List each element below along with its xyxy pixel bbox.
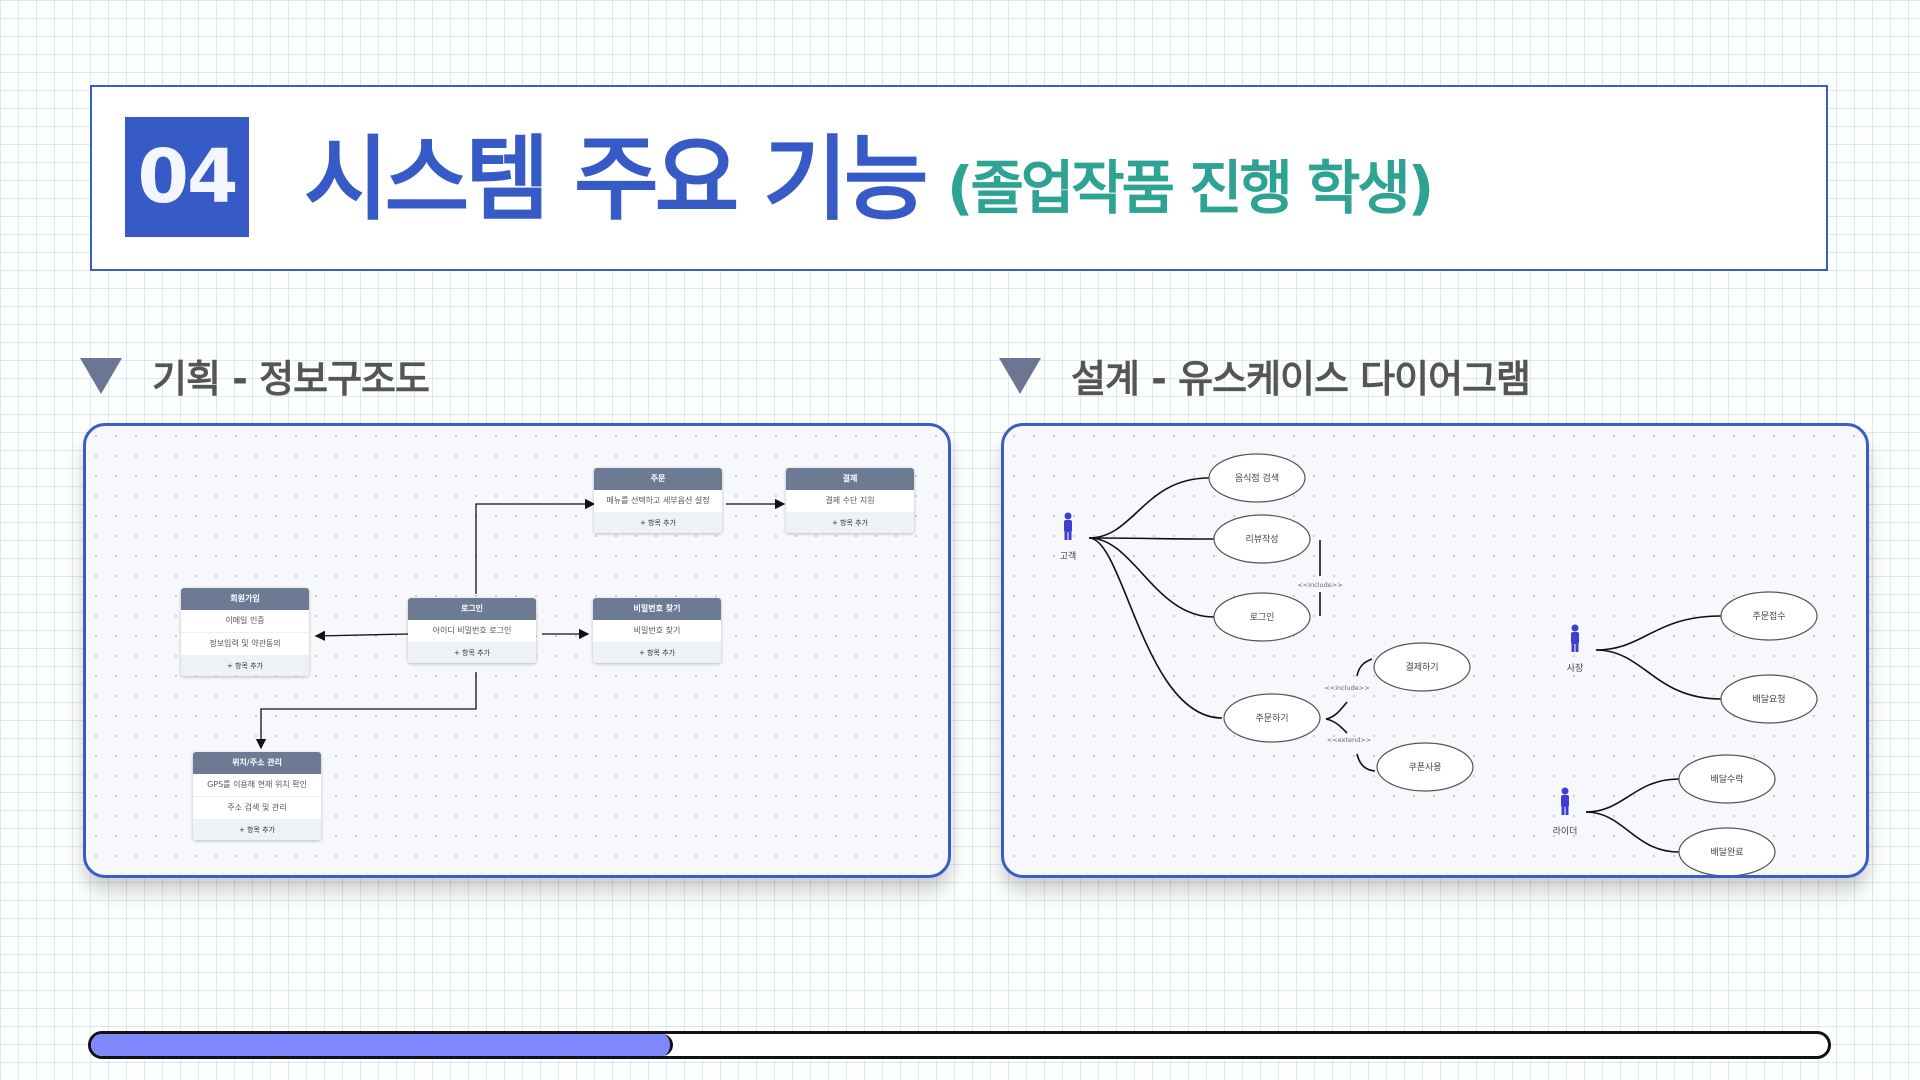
section-title: 기획 - 정보구조도 bbox=[152, 357, 430, 401]
ia-connectors bbox=[255, 498, 786, 750]
usecase-take-label: 배달수락 bbox=[1710, 773, 1743, 785]
edge-customer-login bbox=[1088, 537, 1215, 618]
slide-header: 04 시스템 주요 기능 (졸업작품 진행 학생) bbox=[90, 85, 1828, 271]
ia-node-find-password[interactable]: 비밀번호 찾기 비밀번호 찾기 + 항목 추가 bbox=[593, 598, 721, 663]
actor-customer-label: 고객 bbox=[1060, 551, 1077, 562]
usecase-diagram: 고객 사장 라이더 음식점 검색 리뷰작성 로그인 주문하기 결제하기 쿠폰사용… bbox=[1060, 453, 1818, 875]
add-item-button[interactable]: + 항목 추가 bbox=[786, 513, 914, 533]
connector-login-signup bbox=[314, 630, 409, 642]
add-item-button[interactable]: + 항목 추가 bbox=[593, 643, 721, 663]
ia-node-login[interactable]: 로그인 아이디 비밀번호 로그인 + 항목 추가 bbox=[408, 598, 536, 663]
node-title: 회원가입 bbox=[181, 588, 309, 610]
slide-title: 시스템 주요 기능 bbox=[304, 126, 929, 233]
node-item: 아이디 비밀번호 로그인 bbox=[408, 620, 536, 643]
include-label-order-pay: <<include>> bbox=[1324, 684, 1369, 692]
usecase-login bbox=[1213, 592, 1311, 642]
usecase-coupon bbox=[1376, 742, 1474, 792]
node-item: 정보입력 및 약관동의 bbox=[181, 633, 309, 656]
triangle-down-icon bbox=[999, 357, 1041, 394]
relation-order-coupon-extend bbox=[1356, 753, 1376, 772]
connector-login-location bbox=[255, 672, 477, 750]
node-title: 비밀번호 찾기 bbox=[593, 598, 721, 620]
relation-order-pay-include bbox=[1356, 658, 1373, 677]
node-item: GPS를 이용해 현재 위치 확인 bbox=[193, 774, 321, 797]
usecase-pay-label: 결제하기 bbox=[1405, 662, 1438, 673]
edge-rider-done bbox=[1585, 811, 1680, 853]
edge-rider-take bbox=[1585, 778, 1680, 813]
edge-customer-order bbox=[1088, 537, 1223, 719]
node-item: 주소 검색 및 관리 bbox=[193, 797, 321, 820]
usecase-review bbox=[1213, 514, 1311, 564]
node-title: 위치/주소 관리 bbox=[193, 752, 321, 774]
edge-customer-review bbox=[1088, 537, 1215, 540]
node-title: 결제 bbox=[786, 468, 914, 490]
section-heading-design: 설계 - 유스케이스 다이어그램 bbox=[999, 348, 1531, 403]
usecase-order bbox=[1223, 693, 1321, 743]
ia-node-signup[interactable]: 회원가입 이메일 인증 정보입력 및 약관동의 + 항목 추가 bbox=[181, 588, 309, 676]
slide-progress-bar bbox=[88, 1031, 1831, 1059]
connector-login-order bbox=[475, 498, 596, 594]
add-item-button[interactable]: + 항목 추가 bbox=[408, 643, 536, 663]
actor-owner-label: 사장 bbox=[1567, 663, 1584, 674]
node-item: 메뉴를 선택하고 세부옵션 설정 bbox=[594, 490, 722, 513]
usecase-search-label: 음식점 검색 bbox=[1235, 472, 1279, 484]
node-title: 주문 bbox=[594, 468, 722, 490]
actor-rider-icon bbox=[1561, 787, 1569, 815]
usecase-order-label: 주문하기 bbox=[1255, 713, 1288, 724]
usecase-request bbox=[1720, 674, 1818, 724]
add-item-button[interactable]: + 항목 추가 bbox=[193, 820, 321, 840]
triangle-down-icon bbox=[80, 357, 122, 394]
usecase-done bbox=[1678, 827, 1776, 875]
actor-customer-icon bbox=[1064, 512, 1072, 540]
section-title: 설계 - 유스케이스 다이어그램 bbox=[1071, 357, 1531, 401]
edge-owner-request bbox=[1595, 649, 1722, 700]
extend-label-order-coupon: <<extend>> bbox=[1327, 736, 1371, 744]
node-item: 이메일 인증 bbox=[181, 610, 309, 633]
usecase-request-label: 배달요청 bbox=[1752, 693, 1785, 705]
add-item-button[interactable]: + 항목 추가 bbox=[181, 656, 309, 676]
usecase-accept bbox=[1720, 591, 1818, 641]
node-item: 결제 수단 지원 bbox=[786, 490, 914, 513]
usecase-review-label: 리뷰작성 bbox=[1245, 534, 1278, 545]
usecase-search bbox=[1208, 453, 1306, 503]
ia-node-location[interactable]: 위치/주소 관리 GPS를 이용해 현재 위치 확인 주소 검색 및 관리 + … bbox=[193, 752, 321, 840]
usecase-take bbox=[1678, 754, 1776, 804]
slide-progress-fill bbox=[91, 1034, 673, 1056]
usecase-coupon-label: 쿠폰사용 bbox=[1408, 762, 1441, 773]
usecase-pay bbox=[1373, 642, 1471, 692]
node-title: 로그인 bbox=[408, 598, 536, 620]
slide-subtitle: (졸업작품 진행 학생) bbox=[947, 154, 1434, 222]
add-item-button[interactable]: + 항목 추가 bbox=[594, 513, 722, 533]
usecase-accept-label: 주문접수 bbox=[1752, 610, 1785, 622]
usecase-done-label: 배달완료 bbox=[1710, 846, 1743, 858]
ia-node-payment[interactable]: 결제 결제 수단 지원 + 항목 추가 bbox=[786, 468, 914, 533]
ia-diagram-panel: 주문 메뉴를 선택하고 세부옵션 설정 + 항목 추가 결제 결제 수단 지원 … bbox=[83, 423, 951, 878]
actor-owner-icon bbox=[1571, 624, 1579, 652]
section-heading-planning: 기획 - 정보구조도 bbox=[80, 348, 430, 403]
relation-order-extend-branch bbox=[1325, 718, 1348, 734]
usecase-login-label: 로그인 bbox=[1250, 612, 1275, 623]
relation-order-include-branch bbox=[1325, 701, 1348, 720]
node-item: 비밀번호 찾기 bbox=[593, 620, 721, 643]
include-label-review-login: <<include>> bbox=[1297, 581, 1342, 589]
actor-rider-label: 라이더 bbox=[1553, 826, 1578, 837]
section-number-badge: 04 bbox=[125, 117, 249, 237]
ia-node-order[interactable]: 주문 메뉴를 선택하고 세부옵션 설정 + 항목 추가 bbox=[594, 468, 722, 533]
edge-owner-accept bbox=[1595, 615, 1722, 651]
usecase-diagram-panel: 고객 사장 라이더 음식점 검색 리뷰작성 로그인 주문하기 결제하기 쿠폰사용… bbox=[1001, 423, 1869, 878]
edge-customer-search bbox=[1088, 477, 1210, 539]
